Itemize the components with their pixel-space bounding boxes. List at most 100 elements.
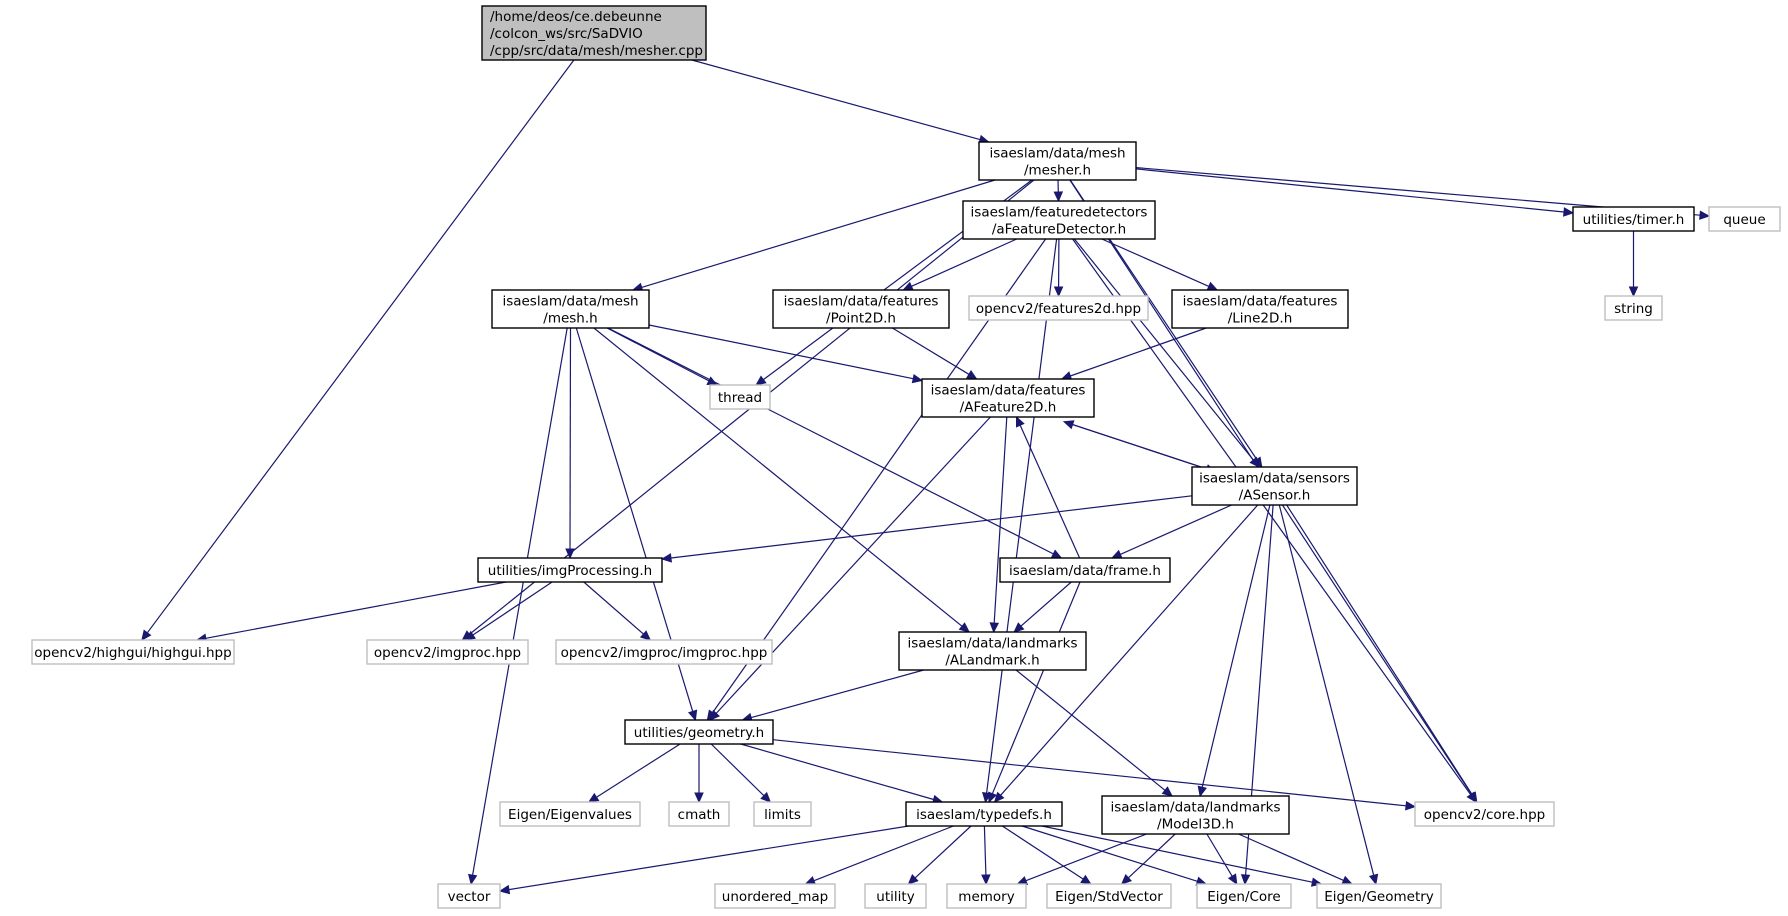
node-box <box>1414 801 1555 827</box>
edge-typedefs_h-to-unordered_map <box>804 825 954 885</box>
edge-asensor_h-to-eigen_geometry <box>1278 504 1379 886</box>
edge-afeaturedetector_h-to-asensor_h <box>1073 238 1260 468</box>
node-box <box>1196 883 1292 909</box>
edge-arrowhead <box>1341 875 1353 885</box>
edge-line <box>1120 504 1232 555</box>
node-imgprocessing-h[interactable]: utilities/imgProcessing.h <box>477 557 663 583</box>
node-frame-h[interactable]: isaeslam/data/frame.h <box>999 557 1171 583</box>
edge-geometry_h-to-cmath <box>694 744 704 804</box>
node-label: isaeslam/data/mesh <box>502 294 638 310</box>
node-label: opencv2/imgproc.hpp <box>374 645 521 661</box>
node-eigen-core: Eigen/Core <box>1196 883 1292 909</box>
node-imgproc-imgproc-hpp: opencv2/imgproc/imgproc.hpp <box>555 639 773 665</box>
node-afeature2d-h[interactable]: isaeslam/data/features/AFeature2D.h <box>921 378 1095 418</box>
node-stdvector: Eigen/StdVector <box>1046 883 1172 909</box>
node-timer-h[interactable]: utilities/timer.h <box>1572 206 1695 232</box>
node-box <box>946 883 1027 909</box>
edge-frame_h-to-afeature2d_h <box>1016 415 1081 559</box>
edge-line <box>648 324 914 380</box>
edge-line <box>1015 669 1166 791</box>
edge-mesher_h-to-timer_h <box>1135 168 1575 217</box>
edge-arrowhead <box>993 791 1005 803</box>
node-mesher-h[interactable]: isaeslam/data/mesh/mesher.h <box>978 141 1137 181</box>
node-memory: memory <box>946 883 1027 909</box>
edge-arrowhead <box>464 630 476 641</box>
node-label: opencv2/features2d.hpp <box>976 301 1141 317</box>
edge-arrowhead <box>755 375 767 386</box>
edge-line <box>1206 833 1233 877</box>
node-unordered-map: unordered_map <box>714 883 836 909</box>
node-utility: utility <box>864 883 927 909</box>
edge-arrowhead <box>989 622 999 634</box>
edge-line <box>1135 168 1565 213</box>
edge-arrowhead <box>1628 286 1639 298</box>
node-mesher-cpp[interactable]: /home/deos/ce.debeunne/colcon_ws/src/SaD… <box>481 5 707 61</box>
edge-arrowhead <box>1206 281 1219 291</box>
edge-asensor_h-to-core_hpp <box>1286 504 1478 804</box>
node-label: /mesher.h <box>1024 163 1091 179</box>
edge-line <box>583 581 644 635</box>
edge-line <box>892 327 970 375</box>
edge-alandmark_h-to-geometry_h <box>741 669 924 723</box>
edge-typedefs_h-to-utility <box>907 825 972 885</box>
edge-arrowhead <box>468 873 478 886</box>
node-box <box>864 883 927 909</box>
node-box <box>999 557 1171 583</box>
edge-arrowhead <box>141 629 152 641</box>
node-typedefs-h[interactable]: isaeslam/typedefs.h <box>905 801 1063 827</box>
edge-arrowhead <box>1120 873 1132 885</box>
node-box <box>366 639 529 665</box>
node-box <box>709 384 771 410</box>
node-afeaturedetector-h[interactable]: isaeslam/featuredetectors/aFeatureDetect… <box>962 200 1156 240</box>
node-box <box>1191 466 1358 506</box>
edge-arrowhead <box>660 553 672 563</box>
edge-line <box>1278 504 1375 876</box>
node-point2d-h[interactable]: isaeslam/data/features/Point2D.h <box>772 289 950 329</box>
node-box <box>1572 206 1695 232</box>
edge-geometry_h-to-typedefs_h <box>740 743 944 805</box>
node-asensor-h[interactable]: isaeslam/data/sensors/ASensor.h <box>1191 466 1358 506</box>
edge-model3d_h-to-stdvector <box>1120 833 1176 885</box>
node-line2d-h[interactable]: isaeslam/data/features/Line2D.h <box>1171 289 1349 329</box>
edge-arrowhead <box>911 373 924 384</box>
edge-arrowhead <box>1016 415 1025 428</box>
edge-imgprocessing_h-to-imgproc_hpp <box>464 581 553 641</box>
edge-afeature2d_h-to-alandmark_h <box>989 416 1008 634</box>
edge-geometry_h-to-core_hpp <box>772 739 1417 811</box>
node-limits: limits <box>753 801 812 827</box>
edge-arrowhead <box>907 873 919 885</box>
node-label: /Line2D.h <box>1228 311 1293 327</box>
node-box <box>555 639 773 665</box>
node-label: thread <box>718 390 762 406</box>
edge-line <box>596 743 681 798</box>
edge-line2d_h-to-afeature2d_h <box>1060 327 1207 381</box>
edge-afeaturedetector_h-to-features2d_hpp <box>1053 238 1064 298</box>
node-label: opencv2/imgproc/imgproc.hpp <box>561 645 768 661</box>
edge-line <box>472 581 553 636</box>
node-box <box>1316 883 1442 909</box>
node-mesh-h[interactable]: isaeslam/data/mesh/mesh.h <box>491 289 650 329</box>
edge-arrowhead <box>804 876 817 885</box>
edge-line <box>1019 424 1081 559</box>
node-label: limits <box>764 807 801 823</box>
edge-typedefs_h-to-stdvector <box>1001 825 1092 885</box>
edge-line <box>1001 825 1084 880</box>
node-label: isaeslam/data/landmarks <box>907 636 1077 652</box>
node-model3d-h[interactable]: isaeslam/data/landmarks/Model3D.h <box>1101 795 1290 835</box>
edge-arrowhead <box>498 884 511 895</box>
node-vector: vector <box>437 883 501 909</box>
edge-afeaturedetector_h-to-line2d_h <box>1101 238 1219 291</box>
edge-frame_h-to-typedefs_h <box>988 581 1081 804</box>
node-eigen-geometry: Eigen/Geometry <box>1316 883 1442 909</box>
edge-geometry_h-to-eigenvalues <box>587 743 681 803</box>
node-alandmark-h[interactable]: isaeslam/data/landmarks/ALandmark.h <box>898 631 1087 671</box>
node-label: opencv2/highgui/highgui.hpp <box>34 645 231 661</box>
edge-line <box>1072 424 1216 473</box>
node-label: memory <box>958 889 1014 905</box>
node-geometry-h[interactable]: utilities/geometry.h <box>624 719 774 745</box>
node-label: queue <box>1723 212 1765 228</box>
node-box <box>714 883 836 909</box>
edge-line <box>983 825 987 876</box>
node-label: isaeslam/data/sensors <box>1199 471 1350 487</box>
edge-arrowhead <box>1053 191 1064 203</box>
